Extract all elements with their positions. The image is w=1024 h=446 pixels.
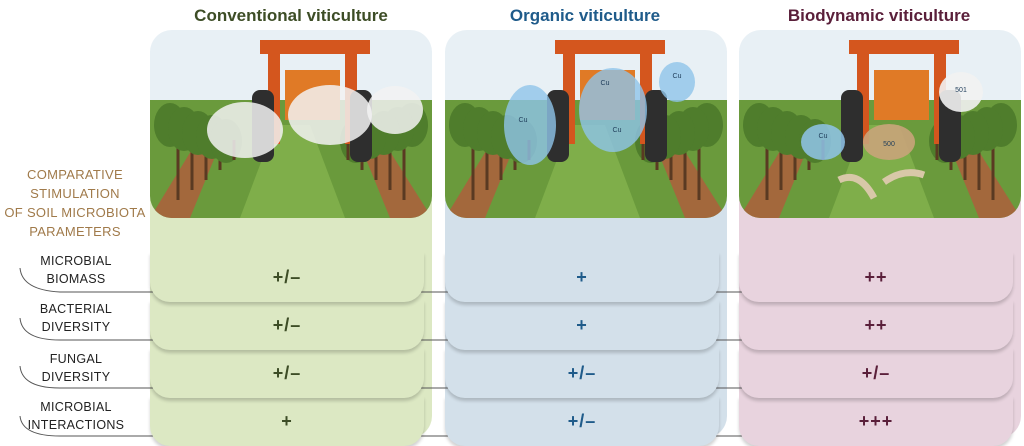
value-microbial-biomass: +/– <box>272 266 302 287</box>
comparative-title-line: COMPARATIVE <box>27 167 123 182</box>
overlay-label: Cu <box>673 73 682 80</box>
tractor-frame <box>260 40 370 54</box>
biodynamic-title: Biodynamic viticulture <box>787 6 971 25</box>
overlay-label: 500 <box>883 141 895 148</box>
row-label-line: MICROBIAL <box>40 400 112 414</box>
row-label-bacterial-diversity: BACTERIAL DIVERSITY <box>16 300 136 336</box>
spray-cloud <box>288 85 372 145</box>
value-microbial-biomass: ++ <box>864 266 888 287</box>
value-fungal-diversity: +/– <box>567 362 597 383</box>
vineyard-tractor-illustration: Cu 500 501 <box>739 30 1021 218</box>
value-bacterial-diversity: ++ <box>864 314 888 335</box>
tractor-frame <box>555 40 665 54</box>
connector-line-3 <box>19 365 990 389</box>
value-card: + <box>445 300 719 350</box>
spray-cloud <box>207 102 283 158</box>
comparative-title-line: OF SOIL MICROBIOTA <box>4 205 146 220</box>
biodynamic-column: Cu 500 501 ++ ++ +/– +++ <box>739 30 1021 446</box>
tractor-wheel <box>645 90 667 162</box>
overlay-label: 501 <box>955 87 967 94</box>
value-card: ++ <box>739 300 1013 350</box>
overlay-label: Cu <box>613 127 622 134</box>
copper-spray-cloud <box>579 68 647 152</box>
organic-title: Organic viticulture <box>509 6 661 25</box>
value-card: +/– <box>739 348 1013 398</box>
tractor-frame <box>849 40 959 54</box>
value-card: +/– <box>150 252 424 302</box>
preparation-500-cloud <box>863 124 915 160</box>
conventional-column: +/– +/– +/– + <box>150 30 432 446</box>
value-card: ++ <box>739 252 1013 302</box>
spray-cloud <box>367 86 423 134</box>
tractor-body <box>874 70 929 120</box>
row-label-microbial-interactions: MICROBIAL INTERACTIONS <box>16 398 136 434</box>
value-card: +++ <box>739 396 1013 446</box>
preparation-501-cloud <box>939 72 983 112</box>
row-label-line: DIVERSITY <box>41 370 111 384</box>
copper-spray-cloud <box>504 85 556 165</box>
comparative-title-line: PARAMETERS <box>29 224 121 239</box>
overlay-label: Cu <box>819 133 828 140</box>
value-card: +/– <box>150 348 424 398</box>
row-label-fungal-diversity: FUNGAL DIVERSITY <box>16 350 136 386</box>
row-label-line: INTERACTIONS <box>27 418 125 432</box>
row-label-line: FUNGAL <box>49 352 103 366</box>
cow-horn <box>881 169 926 185</box>
connector-line-1 <box>19 267 990 293</box>
tractor-wheel <box>841 90 863 162</box>
value-bacterial-diversity: +/– <box>272 314 302 335</box>
value-fungal-diversity: +/– <box>272 362 302 383</box>
row-label-line: BACTERIAL <box>39 302 113 316</box>
comparative-title: COMPARATIVE STIMULATION OF SOIL MICROBIO… <box>0 165 150 241</box>
value-microbial-interactions: +/– <box>567 410 597 431</box>
copper-spray-cloud <box>801 124 845 160</box>
value-card: +/– <box>445 348 719 398</box>
value-microbial-interactions: +++ <box>858 410 894 431</box>
value-card: + <box>150 396 424 446</box>
value-bacterial-diversity: + <box>576 314 588 335</box>
row-label-line: MICROBIAL <box>40 254 112 268</box>
value-fungal-diversity: +/– <box>861 362 891 383</box>
connector-line-4 <box>19 415 990 437</box>
cow-horn <box>837 173 878 200</box>
overlay-label: Cu <box>601 80 610 87</box>
conventional-title: Conventional viticulture <box>194 6 388 25</box>
connector-line-2 <box>19 317 990 341</box>
vineyard-tractor-illustration <box>150 30 432 218</box>
value-card: +/– <box>445 396 719 446</box>
copper-spray-cloud <box>659 62 695 102</box>
value-card: +/– <box>150 300 424 350</box>
value-card: + <box>445 252 719 302</box>
comparative-title-line: STIMULATION <box>30 186 120 201</box>
value-microbial-biomass: + <box>576 266 588 287</box>
row-label-microbial-biomass: MICROBIAL BIOMASS <box>16 252 136 288</box>
overlay-label: Cu <box>519 117 528 124</box>
row-label-line: DIVERSITY <box>41 320 111 334</box>
value-microbial-interactions: + <box>281 410 293 431</box>
row-label-line: BIOMASS <box>46 272 106 286</box>
